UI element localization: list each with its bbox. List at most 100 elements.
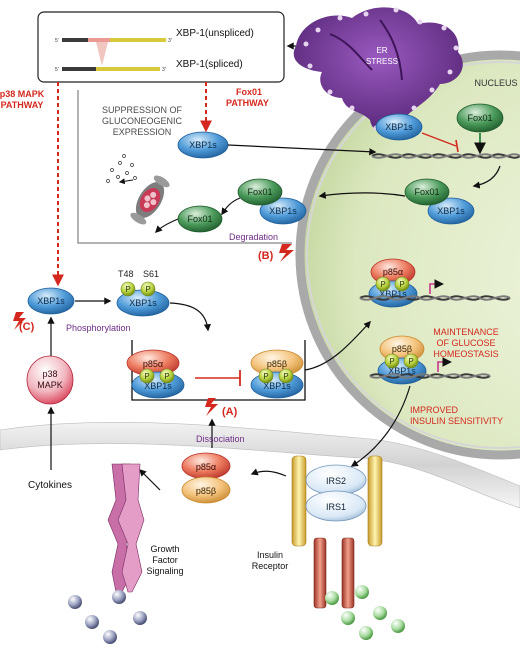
fox01-nuclear <box>456 103 504 133</box>
p85a-bound-label: p85α <box>143 359 163 369</box>
p38-pathway-line2: PATHWAY <box>1 100 44 110</box>
mrna-spliced-exon <box>96 67 160 71</box>
phospho-b1-label: P <box>263 372 268 381</box>
growth-factor-ligands <box>68 590 147 644</box>
phospho-n1 <box>375 276 391 292</box>
arrow-irs-to-p85 <box>250 468 287 477</box>
p38-mapk <box>26 355 74 405</box>
phospho-a2 <box>159 368 175 384</box>
fox01-pathway-line2: PATHWAY <box>226 98 269 108</box>
arrow-to-irs <box>350 385 411 467</box>
mrna-spliced-exon <box>62 67 96 71</box>
splicing-box <box>37 11 285 83</box>
suppression-line1: SUPPRESSION OF <box>102 105 183 115</box>
arrow-to-proteasome <box>154 218 179 234</box>
mrna-exon <box>62 38 88 42</box>
insulin-receptor-alpha-left <box>291 455 307 547</box>
insulin-ligands <box>325 585 405 640</box>
xbp1-unspliced-label: XBP-1(unspliced) <box>176 28 254 39</box>
arrow-degradation-output <box>118 178 134 185</box>
phospho-b2-label: P <box>283 372 288 381</box>
growth-line3: Signaling <box>146 566 183 576</box>
growth-line2: Factor <box>152 555 178 565</box>
phospho-s61-label: P <box>145 285 150 294</box>
growth-line1: Growth <box>150 544 179 554</box>
maintenance-line1: MAINTENANCE <box>433 327 499 337</box>
dissociation-label: Dissociation <box>196 434 245 444</box>
xbp1s-complex-cyto-label: XBP1s <box>269 206 297 216</box>
fox01-pathway-line1: Fox01 <box>236 87 262 97</box>
fox01-complex-cyto <box>237 178 283 206</box>
p38-label-line1: p38 <box>42 369 57 379</box>
insulin-receptor-alpha-right <box>367 455 383 547</box>
mrna-exon <box>110 38 166 42</box>
phospho-n3-label: P <box>389 357 394 366</box>
xbp1s-p85b-label: XBP1s <box>263 381 291 391</box>
lightning-a <box>205 398 218 416</box>
phospho-n2-label: P <box>399 280 404 289</box>
insulin-line1: Insulin <box>257 550 283 560</box>
suppression-bracket <box>77 90 292 244</box>
improved-line1: IMPROVED <box>410 405 459 415</box>
phospho-a2-label: P <box>164 372 169 381</box>
s61-label: S61 <box>143 269 159 279</box>
maintenance-line2: OF GLUCOSE <box>436 338 495 348</box>
irs2-label: IRS2 <box>326 476 346 486</box>
transcription-arrow-1 <box>429 279 444 294</box>
insulin-receptor-beta-right <box>341 537 355 609</box>
xbp1s-p85b-nuclear-label: XBP1s <box>388 366 416 376</box>
splice-wedge <box>96 42 108 66</box>
cytokines-label: Cytokines <box>28 480 72 491</box>
xbp1s-cyto-left-label: XBP1s <box>37 296 65 306</box>
three-prime-label-2: 3' <box>162 67 166 73</box>
phospho-b1 <box>258 368 274 384</box>
inhibition-line <box>421 132 457 147</box>
xbp1s-phosphorylated-label: XBP1s <box>129 298 157 308</box>
p85b-nuclear-label: p85β <box>392 344 412 354</box>
er-stress-line2: STRESS <box>366 57 398 66</box>
arrow-complex-export <box>318 191 406 199</box>
insulin-line2: Receptor <box>252 561 289 571</box>
fox01-free-label: Fox01 <box>187 214 212 224</box>
arrow-xbp1s-to-nucleus <box>227 144 377 156</box>
arrow-p85-curve <box>138 468 161 491</box>
dna-helix-1 <box>371 153 520 159</box>
degraded-peptides <box>106 154 137 183</box>
suppression-line2: GLUCONEOGENIC <box>102 116 183 126</box>
xbp1s-label: XBP1s <box>189 140 217 150</box>
phospho-n4 <box>403 353 419 369</box>
arrow-curve-to-complex <box>472 165 501 189</box>
phospho-a1-label: P <box>144 372 149 381</box>
p38-label-line2: MAPK <box>37 380 63 390</box>
xbp1s-p85a-label: XBP1s <box>144 381 172 391</box>
p38-pathway-line1: p38 MAPK <box>0 89 45 99</box>
five-prime-label-2: 5' <box>55 67 59 73</box>
phospho-b2 <box>278 368 294 384</box>
arrow-to-dissociation-box <box>169 302 211 332</box>
p85b-free-label: p85β <box>196 486 216 496</box>
p85a-free-label: p85α <box>196 462 216 472</box>
degradation-label: Degradation <box>229 232 278 242</box>
xbp1s-p85a-nuclear-label: XBP1s <box>379 289 407 299</box>
phospho-n2 <box>394 276 410 292</box>
nuclear-envelope-inner <box>306 61 520 449</box>
phospho-a1 <box>139 368 155 384</box>
er-fold <box>329 33 373 71</box>
dna-helix-3 <box>369 373 491 379</box>
lightning-b <box>279 244 294 262</box>
phospho-n4-label: P <box>408 357 413 366</box>
p85a-nuclear-label: p85α <box>383 267 403 277</box>
irs1 <box>305 490 367 522</box>
phospho-t48 <box>120 281 136 297</box>
fox01-nuclear-label: Fox01 <box>467 113 492 123</box>
xbp1s-complex-nuclear-label: XBP1s <box>437 206 465 216</box>
p85b-free <box>181 476 231 504</box>
xbp1s-complex-cyto <box>259 197 307 225</box>
fox01-complex-nuclear <box>404 178 450 206</box>
lightning-c <box>13 312 26 330</box>
phospho-t48-label: P <box>125 285 130 294</box>
suppression-line3: EXPRESSION <box>113 127 172 137</box>
mrna-intron <box>88 38 110 42</box>
inhibition-bar <box>455 139 459 153</box>
